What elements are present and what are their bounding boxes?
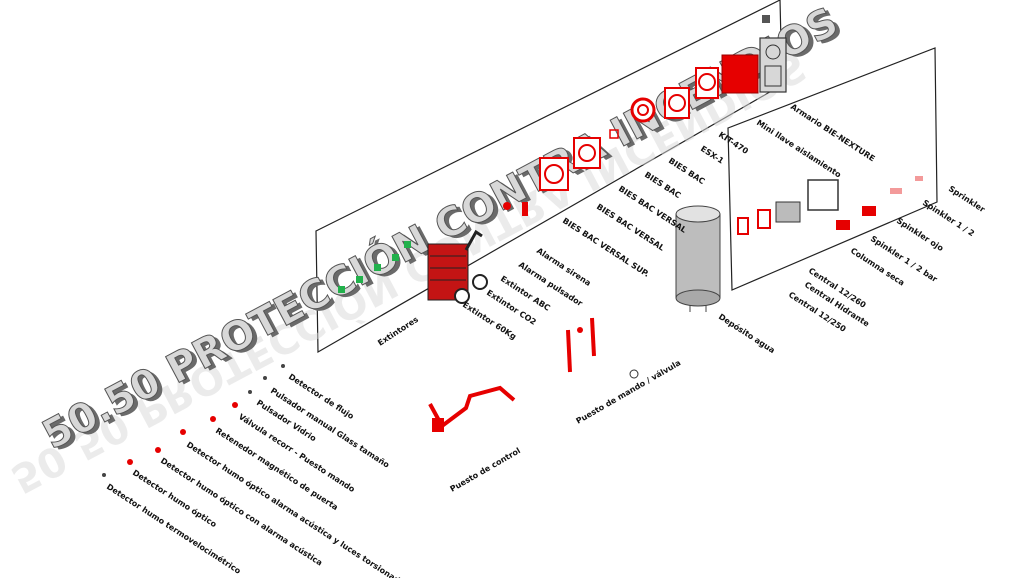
green-marker: [392, 254, 399, 261]
red-box-icon: [862, 206, 876, 216]
cabinet-icon: [539, 157, 569, 191]
standpipe-icon: [566, 317, 596, 373]
red-box-icon: [836, 220, 850, 230]
cabinet-icon: [664, 87, 690, 119]
detector-icon: [281, 364, 285, 368]
green-marker: [404, 241, 411, 248]
cabinet-icon: [757, 209, 771, 229]
label: Detector de flujo: [287, 372, 356, 421]
label: BIES BAC: [643, 170, 683, 200]
pink-box-icon: [915, 176, 923, 181]
label: BIES BAC: [667, 156, 707, 186]
hydrant-icon: [428, 385, 516, 432]
detector-icon: [232, 402, 238, 408]
red-cabinet-icon: [721, 54, 759, 94]
green-markers: [338, 241, 411, 293]
detector-icon: [210, 416, 216, 422]
extinguisher-cart-icon: [427, 229, 488, 304]
right-wall-panel: [727, 47, 938, 291]
cabinet-icon: [737, 217, 749, 235]
label: Detector humo óptico: [131, 467, 219, 529]
green-marker: [338, 286, 345, 293]
pink-box-icon: [890, 188, 902, 194]
label: ESX-1: [699, 144, 726, 166]
small-panel-icon: [609, 129, 619, 139]
green-marker: [374, 264, 381, 271]
control-panel-icon: [759, 37, 787, 93]
label: Sprinkler: [947, 184, 987, 214]
panel-icon: [807, 179, 839, 211]
detector-icon: [263, 376, 267, 380]
label: Puesto de control: [449, 446, 523, 494]
label: Spinkler ojo: [895, 216, 946, 253]
small-device-icon: [762, 15, 770, 23]
detector-icon: [155, 447, 161, 453]
extinguisher-icon: [522, 202, 528, 216]
hose-reel-icon: [630, 97, 656, 123]
panel-icon: [775, 201, 801, 223]
detector-icon: [102, 473, 106, 477]
label: Depósito agua: [717, 311, 777, 355]
label-extintores: Extintores: [376, 315, 420, 348]
wall-fire-cabinets: [503, 15, 787, 216]
valve-icon: [629, 369, 639, 379]
green-marker: [356, 276, 363, 283]
label: Puesto de mando / válvula: [575, 358, 683, 425]
cabinet-icon: [695, 67, 719, 99]
detector-dots: [102, 364, 285, 477]
cabinet-icon: [573, 137, 601, 169]
right-wall-devices: [737, 176, 923, 235]
detector-icon: [248, 390, 252, 394]
alarm-icon: [503, 202, 511, 210]
detector-icon: [180, 429, 186, 435]
water-tank-icon: [675, 205, 721, 312]
detector-icon: [127, 459, 133, 465]
